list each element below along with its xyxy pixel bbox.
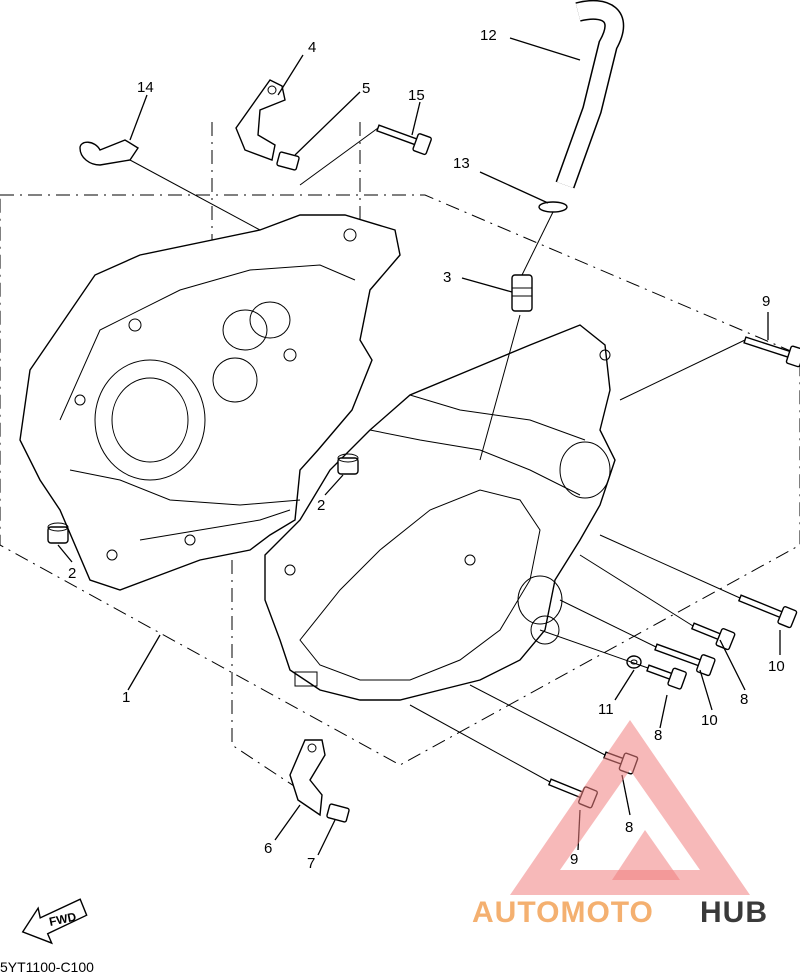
watermark-text-secondary: HUB <box>700 896 768 929</box>
hose-clip <box>538 201 568 213</box>
callout-6: 6 <box>264 840 272 857</box>
callout-5: 5 <box>362 80 370 97</box>
bolt-10-upper <box>737 594 798 629</box>
dowel-pin-left <box>47 522 69 544</box>
callout-11: 11 <box>598 701 614 718</box>
callout-7: 7 <box>307 855 315 872</box>
callout-2-right: 2 <box>317 497 325 514</box>
callout-10-lower: 10 <box>701 712 718 729</box>
callout-14: 14 <box>137 79 154 96</box>
callout-2-left: 2 <box>68 565 76 582</box>
watermark-text-primary: AUTOMOTO <box>472 896 654 929</box>
callout-8-lower: 8 <box>625 819 633 836</box>
washer <box>626 655 642 669</box>
callout-13: 13 <box>453 155 470 172</box>
bracket-plate-lower <box>289 739 326 817</box>
callout-15: 15 <box>408 87 425 104</box>
callout-3: 3 <box>443 269 451 286</box>
breather-fitting <box>511 274 533 312</box>
screw-lower <box>326 803 350 823</box>
right-crankcase-half <box>264 324 616 701</box>
forward-direction-arrow: FWD <box>21 898 88 945</box>
callout-4: 4 <box>308 39 316 56</box>
callout-9-lower: 9 <box>570 851 578 868</box>
screw-upper <box>276 151 300 171</box>
watermark-logo: AUTOMOTO HUB <box>472 720 768 929</box>
leader-lines <box>57 37 781 856</box>
callout-12: 12 <box>480 27 497 44</box>
callout-8-upper: 8 <box>740 691 748 708</box>
forward-direction-label: FWD <box>48 910 78 929</box>
callout-10-upper: 10 <box>768 658 785 675</box>
callout-9-upper: 9 <box>762 293 770 310</box>
left-crankcase-half <box>19 214 401 591</box>
dowel-pin-right <box>337 453 359 475</box>
bracket-plate-upper <box>235 79 286 161</box>
callout-8-middle: 8 <box>654 727 662 744</box>
diagram-code: 5YT1100-C100 <box>0 959 94 975</box>
breather-hose <box>555 0 625 189</box>
bolt-8-upper <box>690 622 736 651</box>
bolt-8-middle <box>646 664 687 690</box>
assembly-guide-lines <box>129 127 746 783</box>
bolt-15 <box>376 124 432 156</box>
bolt-9-upper <box>743 336 800 368</box>
callout-1: 1 <box>122 689 130 706</box>
hose-clamp-small <box>79 139 139 166</box>
